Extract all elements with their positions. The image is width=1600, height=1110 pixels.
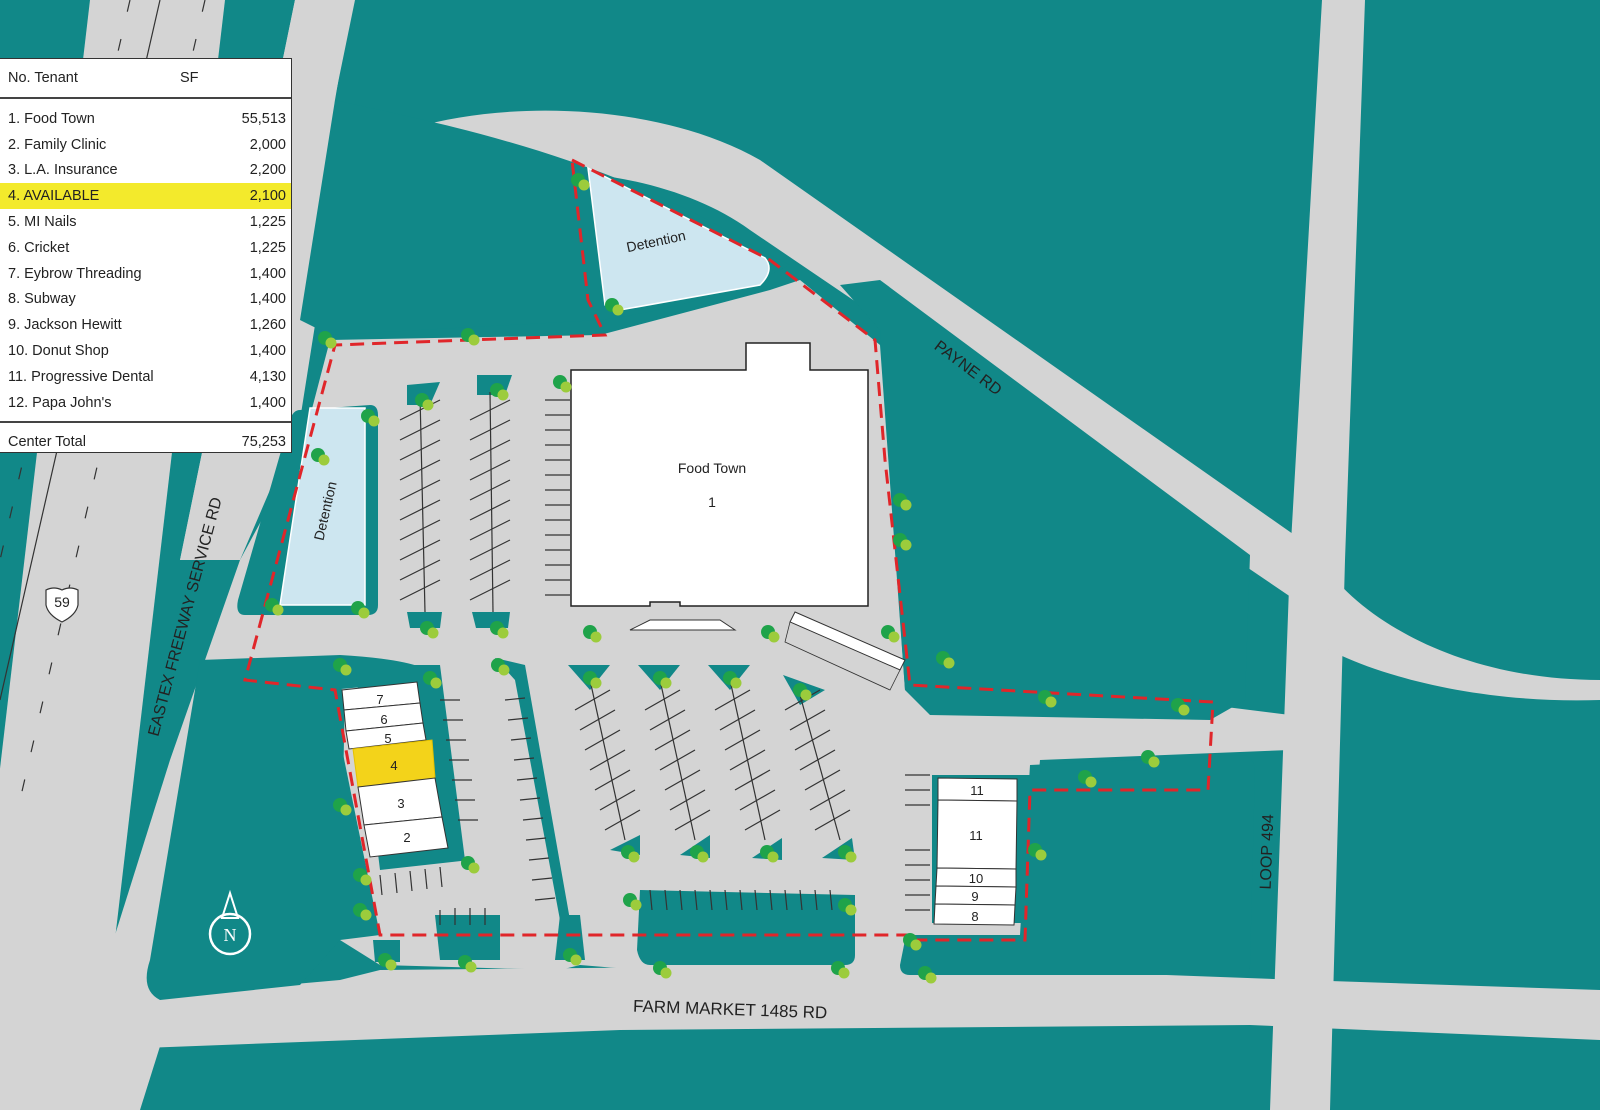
parking-stalls: [379, 391, 930, 925]
unit-label: 7: [376, 692, 383, 707]
tenant-name: 8. Subway: [8, 291, 76, 308]
tenant-sf: 1,225: [249, 214, 286, 231]
loop-494-label: LOOP 494: [1258, 814, 1278, 890]
tenant-name: 2. Family Clinic: [8, 136, 107, 153]
legend-row-available[interactable]: 4. AVAILABLE 2,100: [0, 183, 291, 210]
accessible-parking: [784, 611, 906, 691]
us-59-shield-icon: 59: [45, 587, 79, 623]
farm-market-road: [0, 965, 1600, 1065]
legend-row[interactable]: 9. Jackson Hewitt 1,260: [0, 312, 291, 338]
legend-total: Center Total 75,253: [0, 420, 291, 461]
food-town-building[interactable]: [570, 342, 869, 607]
legend-row[interactable]: 7. Eybrow Threading 1,400: [0, 261, 291, 287]
unit-8[interactable]: [933, 903, 1016, 926]
tenant-sf: 1,225: [249, 239, 286, 256]
legend-header: No. Tenant SF: [0, 59, 291, 99]
tenant-sf: 1,400: [249, 291, 286, 308]
detention-pond-west: [279, 407, 366, 606]
unit-label: 10: [969, 871, 983, 886]
total-sf: 75,253: [241, 433, 286, 450]
tenant-sf: 1,400: [249, 265, 286, 282]
tenant-sf: 2,200: [249, 162, 286, 179]
unit-label: 6: [380, 712, 387, 727]
tenant-sf: 1,400: [249, 394, 286, 411]
unit-label: 2: [403, 830, 410, 845]
legend-row[interactable]: 6. Cricket 1,225: [0, 235, 291, 261]
tenant-name: 3. L.A. Insurance: [8, 162, 118, 179]
unit-label: 11: [970, 783, 984, 798]
west-retail-building: 7 6 5 4 3 2: [341, 681, 449, 858]
legend-header-tenant: No. Tenant: [8, 70, 78, 86]
unit-label: 5: [384, 731, 391, 746]
loop-494-road: [1270, 0, 1365, 1110]
unit-label: 11: [969, 828, 983, 843]
unit-2[interactable]: [363, 816, 449, 858]
tenant-name: 9. Jackson Hewitt: [8, 317, 122, 334]
food-town-number: 1: [708, 494, 716, 510]
legend-row[interactable]: 12. Papa John's 1,400: [0, 390, 291, 416]
north-arrow-icon: N: [208, 889, 252, 956]
legend-row[interactable]: 8. Subway 1,400: [0, 287, 291, 313]
legend-header-sf: SF: [180, 70, 199, 86]
tenant-sf: 1,400: [249, 343, 286, 360]
tenant-sf: 1,260: [249, 317, 286, 334]
legend-row[interactable]: 11. Progressive Dental 4,130: [0, 364, 291, 390]
property-boundary: [243, 157, 1215, 942]
detention-pond-north: [587, 166, 770, 311]
unit-label: 9: [971, 889, 978, 904]
tenant-sf: 2,000: [249, 136, 286, 153]
tenant-name: 12. Papa John's: [8, 394, 112, 411]
legend-rows: 1. Food Town 55,513 2. Family Clinic 2,000…: [0, 99, 291, 416]
legend-row[interactable]: 5. MI Nails 1,225: [0, 209, 291, 235]
tenant-name: 7. Eybrow Threading: [8, 265, 142, 282]
legend-row[interactable]: 10. Donut Shop 1,400: [0, 338, 291, 364]
tenant-name: 10. Donut Shop: [8, 343, 109, 360]
tenant-name: 5. MI Nails: [8, 214, 77, 231]
legend-row[interactable]: 2. Family Clinic 2,000: [0, 132, 291, 158]
tenant-name: 11. Progressive Dental: [8, 368, 154, 385]
legend-row[interactable]: 3. L.A. Insurance 2,200: [0, 158, 291, 184]
tenant-name: 4. AVAILABLE: [8, 188, 100, 205]
tenant-name: 1. Food Town: [8, 110, 95, 127]
unit-label: 4: [390, 758, 397, 773]
us-59-shield-number: 59: [54, 594, 70, 610]
legend-row[interactable]: 1. Food Town 55,513: [0, 106, 291, 132]
food-town-label: Food Town: [678, 460, 746, 476]
tenant-sf: 2,100: [249, 188, 286, 205]
unit-5[interactable]: [345, 722, 427, 750]
tenant-sf: 55,513: [241, 110, 286, 127]
tenant-sf: 4,130: [249, 368, 286, 385]
tenant-name: 6. Cricket: [8, 239, 70, 256]
unit-label: 3: [397, 796, 404, 811]
total-label: Center Total: [8, 433, 86, 450]
north-label: N: [224, 925, 237, 945]
east-retail-building: 11 11 10 9 8: [932, 775, 1038, 926]
tenant-legend: No. Tenant SF 1. Food Town 55,513 2. Fami…: [0, 58, 292, 453]
unit-label: 8: [971, 909, 978, 924]
